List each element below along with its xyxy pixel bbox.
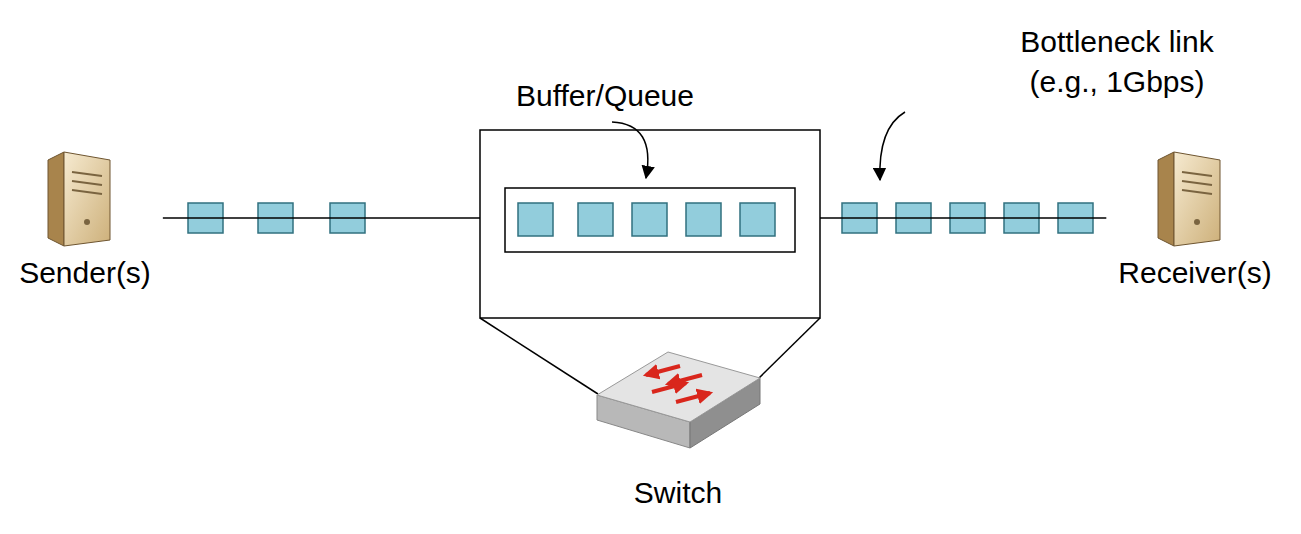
queued-packets (518, 203, 775, 236)
callout-arrow (612, 122, 648, 178)
queue-outline (505, 188, 795, 252)
zoom-box (480, 130, 820, 318)
callout-label: Bottleneck link (e.g., 1Gbps) (997, 22, 1237, 102)
server-icon (1158, 152, 1220, 246)
server-icon (48, 152, 110, 246)
zoom-line (758, 318, 820, 379)
node-label: Sender(s) (15, 255, 155, 291)
link-line (163, 217, 480, 219)
zoom-line (480, 318, 598, 394)
node-label: Receiver(s) (1114, 255, 1275, 291)
host-node: Receiver(s) (1106, 145, 1283, 295)
callout-label: Buffer/Queue (495, 76, 715, 116)
node-label: Switch (630, 475, 726, 511)
switch-icon (597, 352, 760, 448)
link-line (820, 217, 1106, 219)
callout-arrow (880, 112, 905, 180)
host-node: Sender(s) (7, 145, 163, 295)
switch-node: Switch (480, 130, 820, 515)
